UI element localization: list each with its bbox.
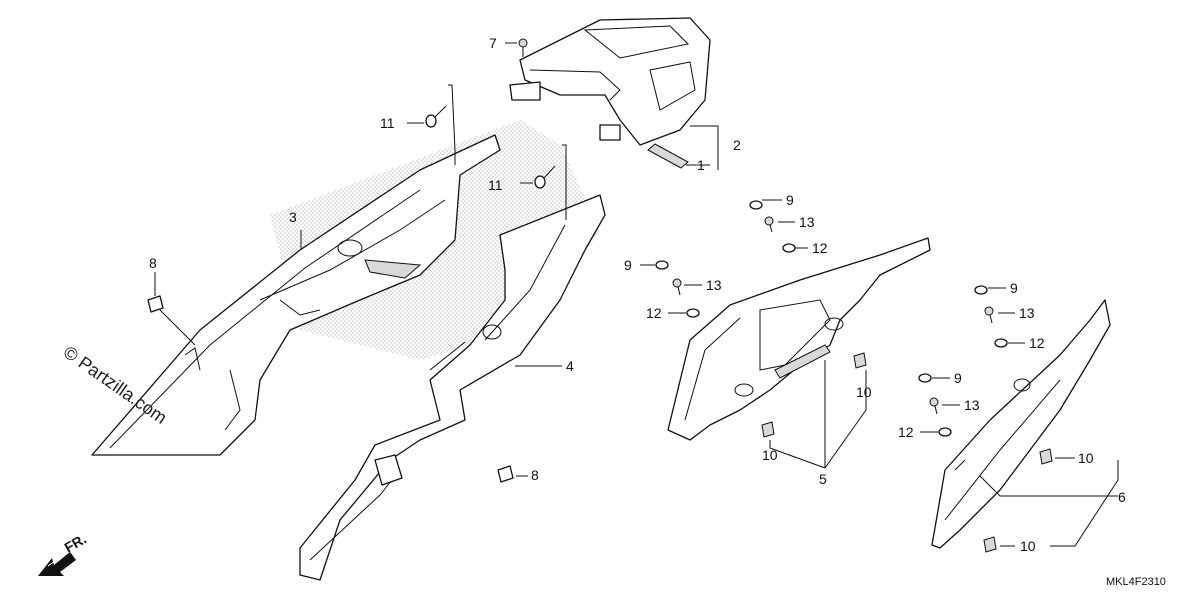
callout-11-upper: 11 (380, 115, 395, 131)
callout-1: 1 (697, 157, 705, 173)
part-right-lower-cover (931, 299, 1111, 549)
leader-lines (154, 42, 1119, 547)
callout-3: 3 (289, 209, 297, 225)
part-left-side-cover (299, 194, 606, 581)
bolt-13-b-icon (672, 278, 682, 296)
callout-13-a: 13 (799, 214, 815, 230)
callout-12-a: 12 (812, 240, 828, 256)
callout-12-b: 12 (646, 305, 662, 321)
bolt-7-icon (518, 38, 528, 57)
grommet-10-d-icon (983, 536, 997, 553)
washer-9-b-icon (655, 260, 669, 270)
front-direction-label: FR. (62, 530, 90, 555)
callout-9-a: 9 (786, 192, 794, 208)
callout-12-d: 12 (898, 424, 914, 440)
washer-9-c-icon (974, 285, 988, 295)
part-left-inner-cover (91, 134, 501, 456)
part-rubber-strip (647, 143, 689, 169)
grommet-10-c-icon (1039, 448, 1053, 465)
grommet-10-b-icon (853, 352, 867, 369)
screw-11-lower-icon (534, 165, 556, 189)
callout-9-b: 9 (624, 257, 632, 273)
part-right-side-cover (667, 237, 931, 441)
callout-5: 5 (819, 471, 827, 487)
callout-11-lower: 11 (488, 177, 503, 193)
callout-13-d: 13 (964, 397, 980, 413)
bolt-13-d-icon (929, 397, 939, 415)
callout-2: 2 (733, 137, 741, 153)
callout-8-left: 8 (149, 255, 157, 271)
callout-9-c: 9 (1010, 280, 1018, 296)
washer-12-b-icon (686, 308, 700, 318)
part-rear-cowl-top (509, 17, 711, 146)
grommet-10-a-icon (761, 421, 775, 438)
callout-10-b: 10 (856, 384, 872, 400)
callout-13-c: 13 (1019, 305, 1035, 321)
callout-10-c: 10 (1078, 450, 1094, 466)
fasteners (147, 38, 1053, 553)
callout-12-c: 12 (1029, 335, 1045, 351)
callout-13-b: 13 (706, 277, 722, 293)
diagram-code: MKL4F2310 (1106, 576, 1166, 588)
washer-12-c-icon (994, 338, 1008, 348)
callout-7: 7 (489, 35, 497, 51)
callout-labels: 7 11 11 2 1 3 8 8 4 9 13 12 9 13 12 10 1… (149, 35, 1126, 554)
washer-12-d-icon (938, 427, 952, 437)
front-direction-arrow-icon (38, 549, 76, 576)
callout-6: 6 (1118, 489, 1126, 505)
washer-9-d-icon (918, 373, 932, 383)
screw-11-upper-icon (425, 105, 447, 128)
callout-9-d: 9 (954, 370, 962, 386)
washer-12-a-icon (782, 243, 796, 253)
bolt-13-c-icon (984, 306, 994, 324)
bolt-13-a-icon (764, 216, 774, 233)
washer-9-a-icon (749, 200, 763, 210)
callout-4: 4 (566, 358, 574, 374)
callout-10-a: 10 (762, 447, 778, 463)
clip-8-left-icon (147, 295, 164, 313)
clip-8-lower-icon (497, 465, 514, 483)
callout-10-d: 10 (1020, 538, 1036, 554)
callout-8-lower: 8 (531, 467, 539, 483)
